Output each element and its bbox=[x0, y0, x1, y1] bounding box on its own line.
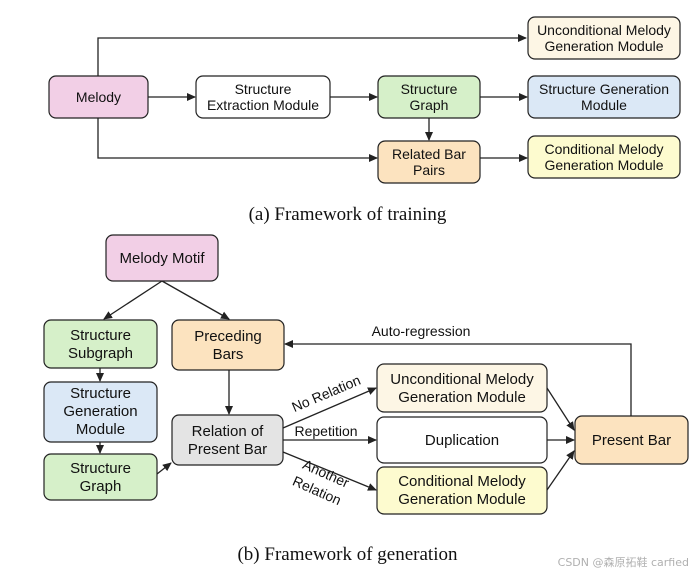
edge-conditional-to-present bbox=[546, 450, 575, 491]
node-preceding-bars-line2: Bars bbox=[213, 346, 244, 363]
edge-motif-to-preceding bbox=[161, 280, 230, 320]
node-structure-generation-b-line2: Generation bbox=[63, 403, 137, 420]
node-related-bar-pairs: Related Bar Pairs bbox=[377, 140, 481, 184]
node-melody-motif-label: Melody Motif bbox=[119, 250, 205, 267]
training-diagram: Melody Structure Extraction Module Struc… bbox=[48, 16, 681, 184]
node-present-bar-label: Present Bar bbox=[592, 432, 671, 449]
generation-diagram: No Relation Repetition Another Relation … bbox=[43, 234, 689, 515]
node-structure-generation-b-line1: Structure bbox=[70, 385, 131, 402]
node-conditional-b-line2: Generation Module bbox=[398, 491, 526, 508]
node-relation-line1: Relation of bbox=[192, 423, 265, 440]
node-structure-extraction-line1: Structure bbox=[235, 81, 292, 97]
node-structure-graph-line1: Structure bbox=[401, 81, 458, 97]
node-structure-generation-b: Structure Generation Module bbox=[43, 381, 158, 443]
node-structure-subgraph: Structure Subgraph bbox=[43, 319, 158, 369]
node-relation-line2: Present Bar bbox=[188, 441, 267, 458]
edge-unconditional-to-present bbox=[546, 387, 575, 431]
node-structure-extraction: Structure Extraction Module bbox=[195, 75, 331, 119]
node-structure-extraction-line2: Extraction Module bbox=[207, 97, 319, 113]
node-preceding-bars: Preceding Bars bbox=[171, 319, 285, 371]
node-unconditional-b-line2: Generation Module bbox=[398, 389, 526, 406]
node-relation-of-present-bar: Relation of Present Bar bbox=[171, 414, 284, 466]
edge-melody-to-related-pairs bbox=[97, 118, 378, 162]
node-conditional-a-line2: Generation Module bbox=[544, 157, 663, 173]
node-unconditional-b-line1: Unconditional Melody bbox=[390, 371, 534, 388]
edge-motif-to-subgraph bbox=[103, 280, 163, 320]
node-duplication: Duplication bbox=[376, 416, 548, 464]
edge-autoregression bbox=[284, 340, 632, 416]
node-structure-graph: Structure Graph bbox=[377, 75, 481, 119]
edge-label-repetition: Repetition bbox=[294, 423, 357, 439]
node-conditional-melody-a: Conditional Melody Generation Module bbox=[527, 135, 681, 179]
node-conditional-b-line1: Conditional Melody bbox=[398, 473, 526, 490]
node-present-bar: Present Bar bbox=[574, 415, 689, 465]
node-structure-generation-b-line3: Module bbox=[76, 421, 125, 438]
node-structure-graph-b: Structure Graph bbox=[43, 453, 158, 501]
node-unconditional-melody-a: Unconditional Melody Generation Module bbox=[527, 16, 681, 60]
node-structure-generation-a-line2: Module bbox=[581, 97, 627, 113]
node-unconditional-a-line2: Generation Module bbox=[544, 38, 663, 54]
node-unconditional-a-line1: Unconditional Melody bbox=[537, 22, 671, 38]
edge-label-autoregression: Auto-regression bbox=[372, 323, 471, 339]
edge-label-no-relation: No Relation bbox=[289, 372, 363, 415]
caption-training: (a) Framework of training bbox=[248, 204, 447, 225]
node-melody-label: Melody bbox=[76, 89, 121, 105]
node-related-bar-pairs-line1: Related Bar bbox=[392, 146, 466, 162]
node-structure-graph-line2: Graph bbox=[410, 97, 449, 113]
edge-graph-to-relation bbox=[156, 462, 172, 475]
caption-generation: (b) Framework of generation bbox=[237, 544, 458, 565]
node-duplication-label: Duplication bbox=[425, 432, 499, 449]
node-related-bar-pairs-line2: Pairs bbox=[413, 162, 445, 178]
node-structure-graph-b-line2: Graph bbox=[80, 478, 122, 495]
node-unconditional-melody-b: Unconditional Melody Generation Module bbox=[376, 363, 548, 413]
edge-relation-to-conditional bbox=[282, 451, 377, 491]
node-structure-generation-a: Structure Generation Module bbox=[527, 75, 681, 119]
node-structure-generation-a-line1: Structure Generation bbox=[539, 81, 669, 97]
node-structure-subgraph-line2: Subgraph bbox=[68, 345, 133, 362]
node-conditional-melody-b: Conditional Melody Generation Module bbox=[376, 466, 548, 515]
edge-melody-to-unconditional bbox=[97, 34, 527, 76]
node-melody-motif: Melody Motif bbox=[105, 234, 219, 282]
node-structure-subgraph-line1: Structure bbox=[70, 327, 131, 344]
watermark: CSDN @森原拓鞋 carfied bbox=[557, 556, 689, 569]
node-preceding-bars-line1: Preceding bbox=[194, 328, 262, 345]
edge-relation-to-unconditional bbox=[282, 387, 377, 429]
node-melody: Melody bbox=[48, 75, 149, 119]
node-conditional-a-line1: Conditional Melody bbox=[544, 141, 663, 157]
node-structure-graph-b-line1: Structure bbox=[70, 460, 131, 477]
